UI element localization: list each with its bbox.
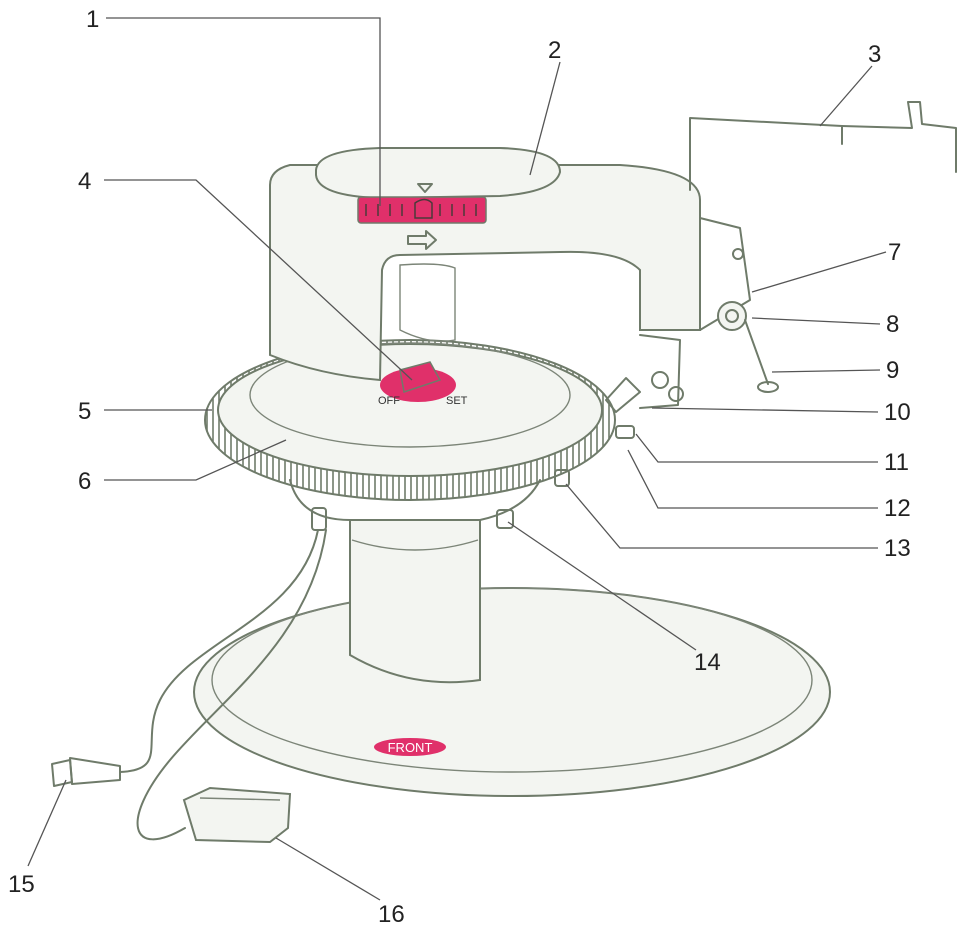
yarn-eye [757,381,779,393]
callout-16: 16 [378,901,405,927]
callout-14: 14 [694,649,721,676]
callout-4: 4 [78,168,91,195]
pointer-triangle [417,183,433,193]
ring-knob [554,469,570,487]
callout-2: 2 [548,37,561,64]
yarn-guide-arm [605,101,957,439]
tension-knob[interactable] [717,301,747,331]
callout-8: 8 [886,311,899,338]
foot-pedal[interactable] [182,786,292,844]
feeder-bracket [639,334,681,409]
stitch-dial[interactable] [357,196,487,224]
front-marker [374,738,446,756]
power-plug [51,759,73,787]
callout-9: 9 [886,357,899,384]
base-stand: FRONT [193,519,831,797]
callout-numbers: 1 2 3 4 5 6 7 8 9 10 11 12 13 14 15 16 [8,6,911,927]
callout-1: 1 [86,6,99,33]
callout-15: 15 [8,871,35,898]
switch-off-label: OFF [378,395,400,407]
callout-6: 6 [78,468,91,495]
yarn-feeder [605,377,641,413]
needle-cylinder [204,339,616,531]
clamp-screw [496,509,514,529]
top-cover [315,147,562,200]
callout-7: 7 [888,239,901,266]
leader-lines [27,17,887,901]
callout-10: 10 [884,399,911,426]
direction-arrow [407,230,437,250]
front-label: FRONT [388,740,433,755]
on-off-switch[interactable] [399,361,442,393]
carriage-lever [615,425,635,439]
callout-5: 5 [78,398,91,425]
callout-11: 11 [884,449,909,476]
power-cord [51,529,327,844]
callout-12: 12 [884,495,911,522]
motor-housing: OFF SET [269,147,701,407]
callout-3: 3 [868,41,881,68]
callout-13: 13 [884,535,911,562]
switch-set-label: SET [446,395,468,407]
